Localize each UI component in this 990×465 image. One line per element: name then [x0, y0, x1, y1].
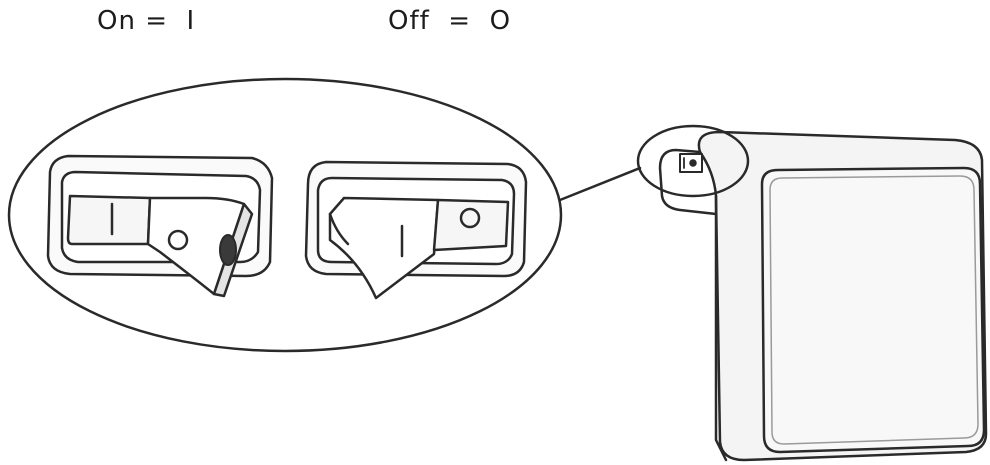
leader-line	[558, 166, 642, 202]
device-body	[658, 130, 988, 462]
legend-on: On = I	[97, 6, 196, 36]
magnifier-ellipse	[7, 77, 563, 353]
legend-off: Off = O	[388, 6, 512, 36]
detail-circle	[636, 124, 750, 198]
rocker-switch-on	[46, 154, 274, 298]
rocker-switch-off	[304, 160, 528, 300]
indicator-light	[219, 234, 237, 266]
